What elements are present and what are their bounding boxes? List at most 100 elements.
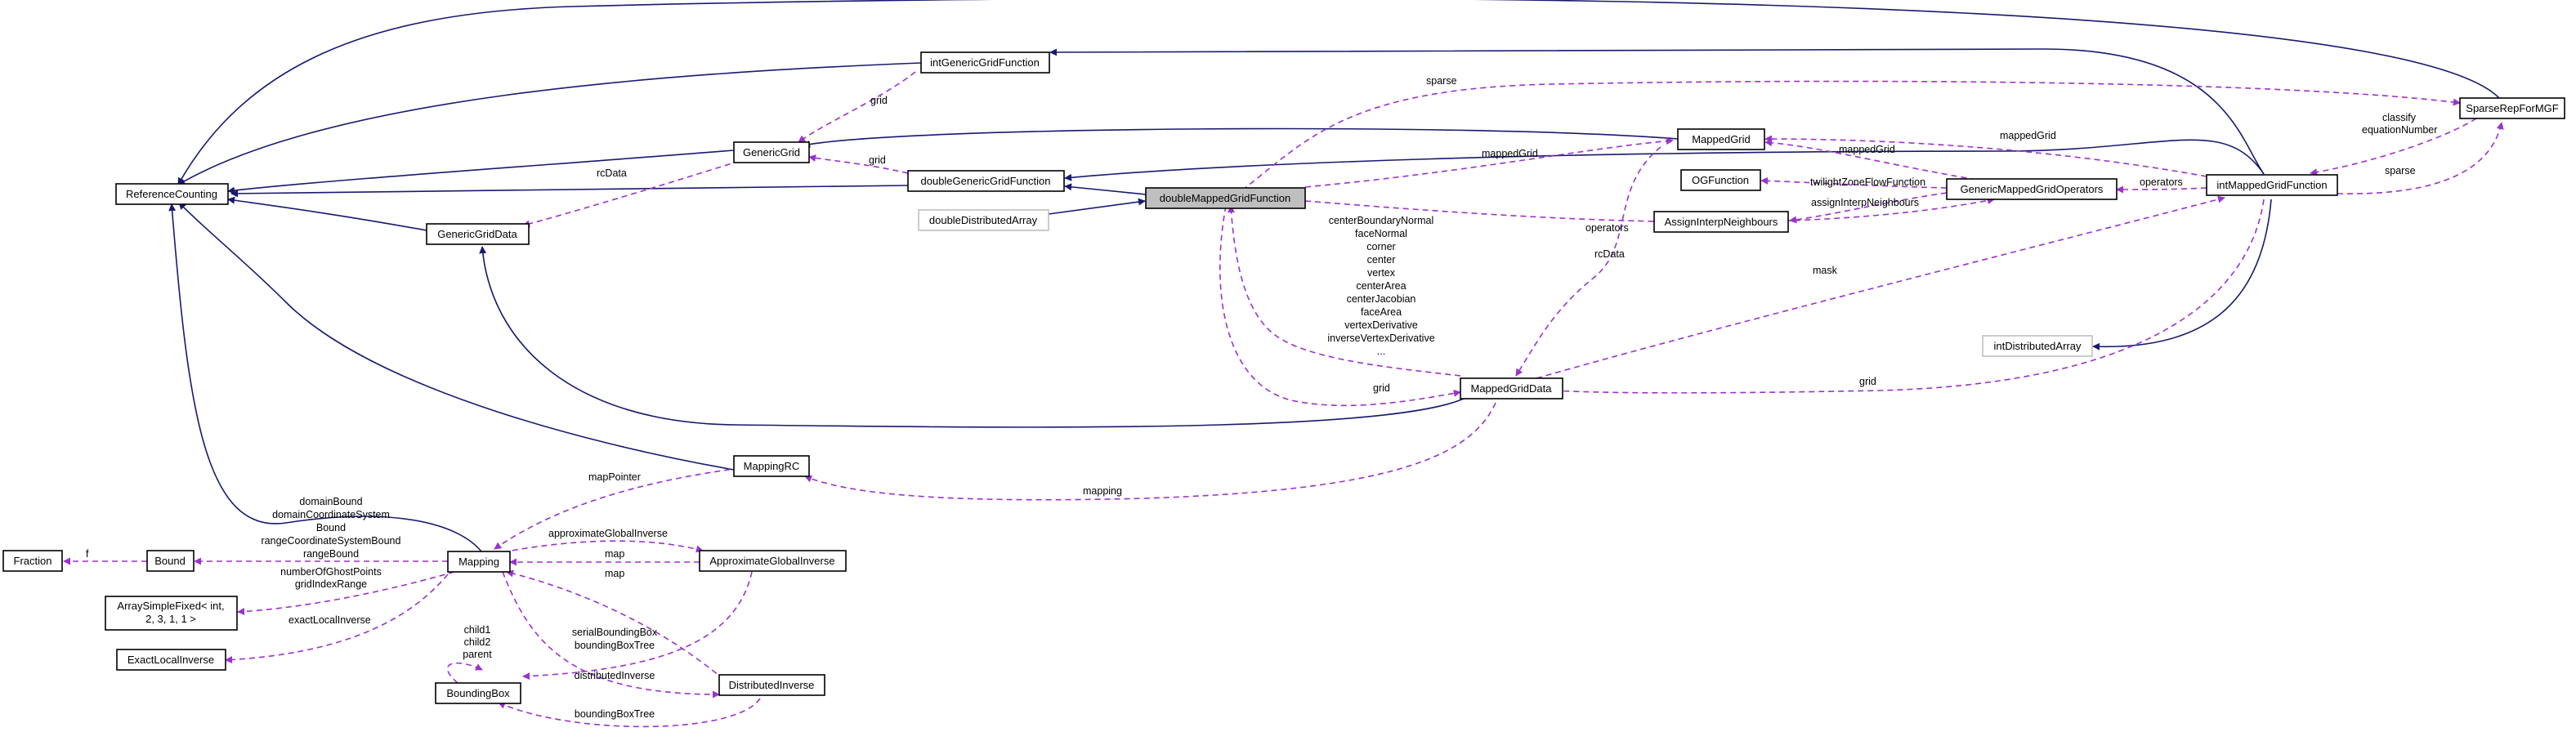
node-approximate-global-inverse[interactable]: ApproximateGlobalInverse bbox=[699, 550, 847, 572]
edge-ggdata-to-refcount bbox=[227, 196, 427, 231]
label-child2: child2 bbox=[464, 636, 491, 648]
node-og-function[interactable]: OGFunction bbox=[1680, 169, 1761, 191]
node-mapped-grid[interactable]: MappedGrid bbox=[1677, 128, 1765, 150]
edge-mapping-exactlocal bbox=[225, 574, 449, 664]
bound-field-0: domainBound bbox=[299, 496, 362, 507]
node-bound[interactable]: Bound bbox=[146, 550, 195, 572]
node-bounding-box[interactable]: BoundingBox bbox=[435, 682, 521, 704]
node-label: intGenericGridFunction bbox=[930, 56, 1040, 69]
bound-field-4: rangeBound bbox=[303, 548, 359, 560]
node-label: AssignInterpNeighbours bbox=[1665, 216, 1778, 228]
mgdata-field-2: corner bbox=[1366, 241, 1395, 252]
node-int-mapped-grid-function[interactable]: intMappedGridFunction bbox=[2206, 174, 2338, 196]
node-label: doubleDistributedArray bbox=[929, 214, 1038, 226]
label-child1: child1 bbox=[464, 624, 491, 636]
label-mapped-grid-imgf: mappedGrid bbox=[2000, 130, 2056, 141]
node-label: ReferenceCounting bbox=[126, 188, 217, 200]
edge-ops-mappedgrid bbox=[1764, 139, 1987, 182]
mgdata-field-5: centerArea bbox=[1356, 280, 1406, 292]
node-assign-interp-neighbours[interactable]: AssignInterpNeighbours bbox=[1653, 211, 1789, 233]
edge-igf-to-refcount bbox=[177, 62, 922, 185]
edge-ops-assign bbox=[1789, 192, 1948, 224]
label-parent: parent bbox=[463, 649, 492, 660]
edge-imgf-grid bbox=[1541, 199, 2265, 395]
label-rc-data-mg: rcData bbox=[1594, 248, 1625, 260]
bound-field-3: rangeCoordinateSystemBound bbox=[262, 535, 401, 547]
label-map-agi: map bbox=[605, 548, 624, 560]
node-label: ExactLocalInverse bbox=[127, 654, 214, 666]
mgdata-field-1: faceNormal bbox=[1355, 228, 1407, 239]
label-operators-dmgf: operators bbox=[1585, 222, 1629, 234]
edge-imgf-to-igf bbox=[1049, 48, 2265, 175]
edge-genericgrid-to-refcount bbox=[227, 150, 734, 194]
label-distributed-inverse: distributedInverse bbox=[575, 670, 655, 681]
edge-dmgf-mappedgrid bbox=[1304, 137, 1674, 188]
edge-igf-grid bbox=[798, 71, 916, 143]
node-label: intDistributedArray bbox=[1994, 340, 2082, 352]
edge-imgf-sparse bbox=[2337, 122, 2504, 194]
node-distributed-inverse[interactable]: DistributedInverse bbox=[718, 674, 825, 696]
node-int-generic-grid-function[interactable]: intGenericGridFunction bbox=[920, 51, 1050, 74]
edge-mgdata-to-ggdata bbox=[479, 246, 1478, 428]
node-label: MappingRC bbox=[744, 460, 800, 472]
label-grid-top: grid bbox=[870, 95, 888, 106]
mgdata-field-3: center bbox=[1367, 254, 1396, 266]
node-label: Bound bbox=[154, 555, 186, 567]
edge-dgf-grid bbox=[808, 154, 909, 174]
node-label: doubleGenericGridFunction bbox=[921, 175, 1051, 187]
mgdata-field-7: faceArea bbox=[1361, 306, 1402, 318]
label-mapped-grid-dmgf: mappedGrid bbox=[1482, 148, 1538, 159]
label-sparse: sparse bbox=[1426, 75, 1457, 87]
edge-mgdata-fields bbox=[1228, 205, 1461, 377]
bound-field-1: domainCoordinateSystem bbox=[272, 509, 390, 520]
node-double-generic-grid-function[interactable]: doubleGenericGridFunction bbox=[907, 170, 1065, 192]
edge-dmgf-grid bbox=[1219, 205, 1461, 407]
node-mapping-rc[interactable]: MappingRC bbox=[733, 455, 810, 477]
node-mapped-grid-data[interactable]: MappedGridData bbox=[1460, 377, 1563, 400]
node-double-mapped-grid-function[interactable]: doubleMappedGridFunction bbox=[1145, 187, 1306, 209]
node-label: GenericGrid bbox=[743, 146, 800, 158]
node-exact-local-inverse[interactable]: ExactLocalInverse bbox=[116, 649, 226, 671]
edge-sparse-to-refcount bbox=[177, 0, 2500, 185]
node-sparse-rep-for-mgf[interactable]: SparseRepForMGF bbox=[2459, 97, 2565, 119]
mgdata-field-6: centerJacobian bbox=[1347, 293, 1416, 305]
label-rc-data: rcData bbox=[597, 167, 627, 179]
node-double-distributed-array[interactable]: doubleDistributedArray bbox=[918, 209, 1049, 231]
label-grid-imgf: grid bbox=[1859, 376, 1876, 387]
node-generic-mapped-grid-operators[interactable]: GenericMappedGridOperators bbox=[1946, 178, 2118, 200]
edge-labels: grid grid rcData sparse mappedGrid mappe… bbox=[86, 75, 2437, 720]
label-operators-imgf: operators bbox=[2140, 176, 2183, 188]
edge-dgf-to-refcount bbox=[230, 185, 909, 198]
label-classify: classify bbox=[2382, 112, 2417, 123]
edge-imgf-operators bbox=[2116, 185, 2207, 194]
label-serial-bounding-box: serialBoundingBox bbox=[572, 627, 658, 638]
node-fraction[interactable]: Fraction bbox=[2, 550, 63, 572]
edge-mapping-agi bbox=[502, 540, 704, 553]
edge-dmgf-to-dgf bbox=[1064, 183, 1147, 195]
label-map-pointer: mapPointer bbox=[588, 471, 641, 483]
node-reference-counting[interactable]: ReferenceCounting bbox=[115, 183, 229, 205]
edge-imgf-mappedgrid bbox=[1764, 135, 2207, 177]
edge-mappingrc-to-refcount bbox=[178, 202, 735, 471]
node-mapping[interactable]: Mapping bbox=[447, 551, 511, 573]
edge-mapping-arraysimple bbox=[237, 571, 455, 616]
label-twilight-zone: twilightZoneFlowFunction bbox=[1810, 176, 1925, 188]
label-f: f bbox=[86, 548, 89, 560]
node-label: MappedGridData bbox=[1471, 382, 1553, 395]
label-bounding-box-tree-di: boundingBoxTree bbox=[575, 708, 655, 720]
edge-imgf-to-dgf bbox=[1064, 139, 2265, 181]
label-mask: mask bbox=[1813, 265, 1838, 276]
node-label: OGFunction bbox=[1692, 174, 1749, 186]
node-generic-grid-data[interactable]: GenericGridData bbox=[426, 223, 530, 245]
node-label: Fraction bbox=[14, 555, 52, 567]
label-grid-index-range: gridIndexRange bbox=[295, 578, 367, 590]
label-map-di: map bbox=[605, 568, 624, 579]
node-label-line1: ArraySimpleFixed< int, bbox=[117, 600, 224, 612]
bound-field-2: Bound bbox=[316, 522, 346, 533]
node-generic-grid[interactable]: GenericGrid bbox=[733, 141, 810, 163]
edge-di-map bbox=[506, 569, 725, 681]
node-int-distributed-array[interactable]: intDistributedArray bbox=[1982, 335, 2093, 357]
edge-agi-bbox bbox=[522, 571, 753, 681]
edge-dda-to-dmgf bbox=[1048, 198, 1146, 215]
node-array-simple-fixed[interactable]: ArraySimpleFixed< int, 2, 3, 1, 1 > bbox=[105, 596, 238, 631]
